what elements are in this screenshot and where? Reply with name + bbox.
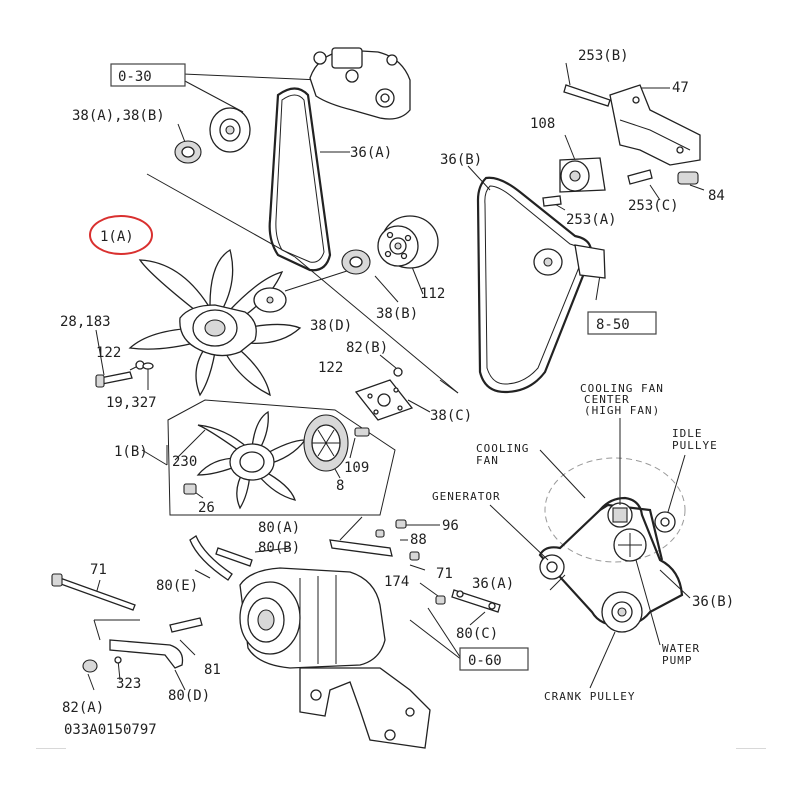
label-1b: 1(B) xyxy=(114,444,148,460)
label-water-pump-1: WATER xyxy=(662,642,700,655)
label-47: 47 xyxy=(672,80,689,96)
label-80d: 80(D) xyxy=(168,688,210,704)
part-labels: 0-30 38(A),38(B) 36(A) 253(B) 47 108 36(… xyxy=(60,48,734,738)
label-crank-pulley: CRANK PULLEY xyxy=(544,690,635,703)
label-cooling-fan-center-3: (HIGH FAN) xyxy=(584,404,660,417)
label-0-60: 0-60 xyxy=(468,653,502,669)
label-323: 323 xyxy=(116,676,141,692)
label-cooling-fan-center-2: CENTER xyxy=(584,393,630,406)
label-253c: 253(C) xyxy=(628,198,679,214)
label-cooling-fan-center-1: COOLING FAN xyxy=(580,382,664,395)
label-36a-bottom: 36(A) xyxy=(472,576,514,592)
label-36b-top: 36(B) xyxy=(440,152,482,168)
label-80b: 80(B) xyxy=(258,540,300,556)
adjusting-bars xyxy=(189,519,501,613)
label-108: 108 xyxy=(530,116,555,132)
spacer-38d xyxy=(253,287,287,313)
label-drawing-code: 033A0150797 xyxy=(64,722,157,738)
label-38a-38b: 38(A),38(B) xyxy=(72,108,165,124)
label-230: 230 xyxy=(172,454,197,470)
label-122-mid: 122 xyxy=(318,360,343,376)
label-cooling-fan-1: COOLING xyxy=(476,442,529,455)
pulley-38a-38b xyxy=(174,107,251,164)
label-71-mid: 71 xyxy=(436,566,453,582)
label-80e: 80(E) xyxy=(156,578,198,594)
label-80a: 80(A) xyxy=(258,520,300,536)
hub-38b xyxy=(341,249,371,275)
water-pump-casting xyxy=(309,47,411,120)
label-8-50: 8-50 xyxy=(596,317,630,333)
belt-36b xyxy=(476,176,606,394)
belt-36a xyxy=(268,87,332,272)
callout-1a-highlight xyxy=(89,215,153,255)
belt-routing-diagram xyxy=(489,418,691,689)
bottom-rule-left xyxy=(36,748,66,749)
label-36b-bottom: 36(B) xyxy=(692,594,734,610)
label-96: 96 xyxy=(442,518,459,534)
label-82b: 82(B) xyxy=(346,340,388,356)
bracket-47 xyxy=(563,84,701,166)
fan-bolts xyxy=(95,360,154,388)
ref-box-8-50 xyxy=(587,311,657,335)
label-38d: 38(D) xyxy=(310,318,352,334)
label-253a: 253(A) xyxy=(566,212,617,228)
ref-box-0-60 xyxy=(459,647,529,671)
fan-1b-assembly xyxy=(167,399,396,516)
cooling-fan-1a xyxy=(128,248,302,397)
bolts-253 xyxy=(542,169,699,207)
label-water-pump-2: PUMP xyxy=(662,654,693,667)
label-88: 88 xyxy=(410,532,427,548)
ref-box-0-30 xyxy=(110,63,186,87)
label-cooling-fan-2: FAN xyxy=(476,454,499,467)
label-38c: 38(C) xyxy=(430,408,472,424)
label-80c: 80(C) xyxy=(456,626,498,642)
label-38b-mid: 38(B) xyxy=(376,306,418,322)
label-112: 112 xyxy=(420,286,445,302)
label-8: 8 xyxy=(336,478,344,494)
flange-38c xyxy=(354,367,414,421)
label-82a: 82(A) xyxy=(62,700,104,716)
label-36a-top: 36(A) xyxy=(350,145,392,161)
label-19-327: 19,327 xyxy=(106,395,157,411)
label-81: 81 xyxy=(204,662,221,678)
label-122-left: 122 xyxy=(96,345,121,361)
generator xyxy=(239,567,431,749)
label-109: 109 xyxy=(344,460,369,476)
label-253b: 253(B) xyxy=(578,48,629,64)
label-1a: 1(A) xyxy=(100,229,134,245)
label-174: 174 xyxy=(384,574,409,590)
bolt-71-bracket-80d xyxy=(51,573,203,673)
label-idle-2: PULLYE xyxy=(672,439,718,452)
label-84: 84 xyxy=(708,188,725,204)
label-generator: GENERATOR xyxy=(432,490,501,503)
bottom-rule-right xyxy=(736,748,766,749)
pulley-112 xyxy=(377,215,439,269)
label-28-183: 28,183 xyxy=(60,314,111,330)
idler-108 xyxy=(559,157,606,193)
label-idle-1: IDLE xyxy=(672,427,703,440)
label-0-30: 0-30 xyxy=(118,69,152,85)
leader-lines xyxy=(87,62,705,691)
label-71-left: 71 xyxy=(90,562,107,578)
label-26: 26 xyxy=(198,500,215,516)
